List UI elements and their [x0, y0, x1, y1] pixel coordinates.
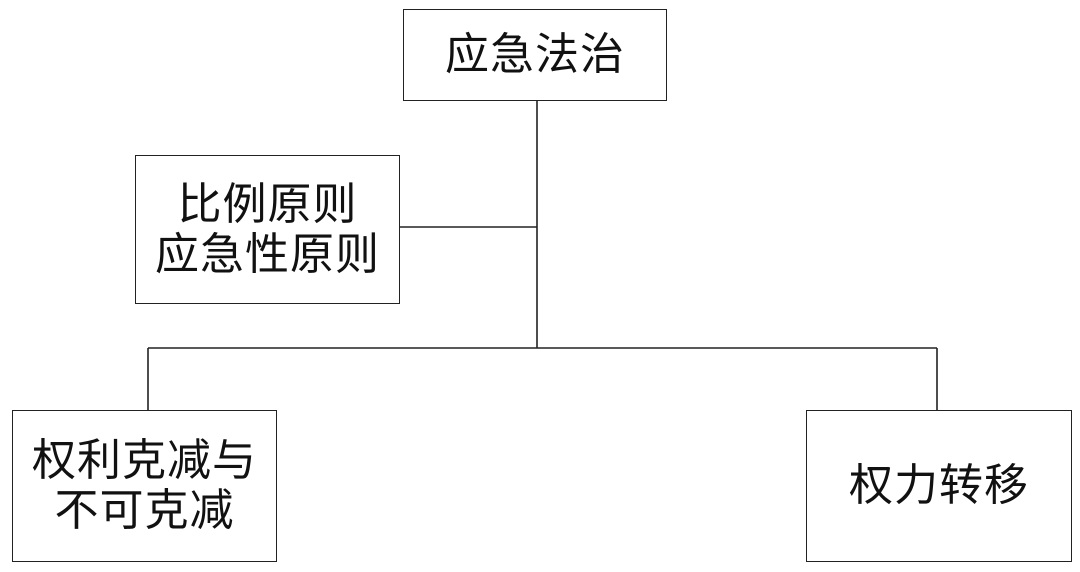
power-transfer-node: 权力转移: [806, 410, 1072, 562]
power-transfer-label: 权力转移: [849, 460, 1029, 511]
rights-derogation-label-line2: 不可克减: [54, 485, 235, 536]
rights-derogation-node: 权利克减与 不可克减: [12, 410, 277, 562]
root-node-emergency-rule-of-law: 应急法治: [403, 9, 667, 101]
root-node-label: 应急法治: [445, 29, 625, 80]
principles-node: 比例原则 应急性原则: [135, 155, 400, 304]
principle-emergency-label: 应急性原则: [155, 228, 380, 280]
principle-proportionality-label: 比例原则: [177, 178, 358, 230]
rights-derogation-label-line1: 权利克减与: [32, 435, 257, 486]
